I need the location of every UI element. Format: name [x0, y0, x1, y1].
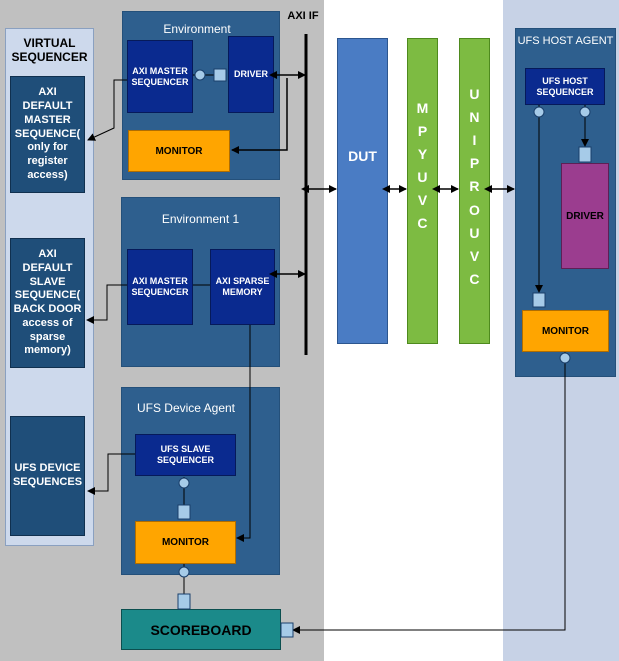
ufs-host-monitor: MONITOR [522, 310, 609, 352]
host-monitor-analysis-port [559, 352, 571, 364]
unipro-letter: N [469, 109, 480, 126]
unipro-letter: P [469, 155, 480, 172]
ufs-device-sequences: UFS DEVICE SEQUENCES [10, 416, 85, 536]
unipro-letter: R [469, 178, 480, 195]
unipro-letter: V [469, 247, 480, 264]
host-seq-port-right [579, 106, 591, 118]
env1-axi-sparse-memory: AXI SPARSE MEMORY [210, 249, 275, 325]
environment1-title: Environment 1 [161, 212, 240, 226]
axi-if-label: AXI IF [287, 10, 319, 22]
unipro-letter: O [469, 201, 480, 218]
host-monitor-port [532, 292, 546, 308]
unipro-letter: U [469, 86, 480, 103]
env1-seq-vseq-link [86, 284, 127, 324]
host-driver-port [578, 146, 592, 163]
host-seq-port-left [533, 106, 545, 118]
unipro-letter: I [472, 132, 477, 149]
mpy-letter: U [417, 169, 428, 185]
seq-export-port [194, 69, 206, 81]
unipro-letter: U [469, 224, 480, 241]
dut: DUT [337, 38, 388, 344]
ufs-seq-vseq-link [87, 453, 135, 495]
unipro-letter: C [469, 270, 480, 287]
unipro-uvc-letters: U N I P R O U V C [469, 83, 480, 291]
mpy-letter: M [416, 99, 429, 116]
virtual-sequencer-title: VIRTUAL SEQUENCER [11, 36, 88, 65]
ufs-host-driver: DRIVER [561, 163, 609, 269]
ufs-monitor-port [177, 504, 191, 520]
mpy-uvc-letters: M P Y U V C [417, 97, 429, 236]
ufs-host-agent-title: UFS HOST AGENT [517, 35, 614, 47]
ufs-device-monitor: MONITOR [135, 521, 236, 564]
env-monitor: MONITOR [128, 130, 230, 172]
mpy-letter: Y [417, 145, 428, 162]
environment-title: Environment [163, 22, 231, 36]
env1-axi-master-sequencer: AXI MASTER SEQUENCER [127, 249, 193, 325]
env-seq-vseq-link [87, 79, 127, 141]
env-axi-master-sequencer: AXI MASTER SEQUENCER [127, 40, 193, 113]
axi-default-slave-sequence: AXI DEFAULT SLAVE SEQUENCE( BACK DOOR ac… [10, 238, 85, 368]
ufs-device-agent-title: UFS Device Agent [136, 401, 236, 415]
mpy-letter: P [417, 122, 428, 139]
ufs-slave-sequencer: UFS SLAVE SEQUENCER [135, 434, 236, 476]
memory-monitor-link [236, 325, 251, 542]
scoreboard-port-top [177, 593, 191, 610]
host-monitor-scoreboard-link [292, 352, 566, 634]
mpy-letter: V [417, 192, 428, 209]
scoreboard-port-right [280, 622, 294, 638]
scoreboard: SCOREBOARD [121, 609, 281, 650]
axi-monitor-link [231, 78, 288, 154]
env-driver: DRIVER [228, 36, 274, 113]
monitor-analysis-port [178, 566, 190, 578]
ufs-seq-export-port [178, 477, 190, 489]
axi-default-master-sequence: AXI DEFAULT MASTER SEQUENCE( only for re… [10, 76, 85, 193]
driver-port [213, 68, 227, 82]
ufs-host-sequencer: UFS HOST SEQUENCER [525, 68, 605, 105]
dut-label: DUT [348, 148, 377, 164]
mpy-letter: C [417, 215, 428, 232]
